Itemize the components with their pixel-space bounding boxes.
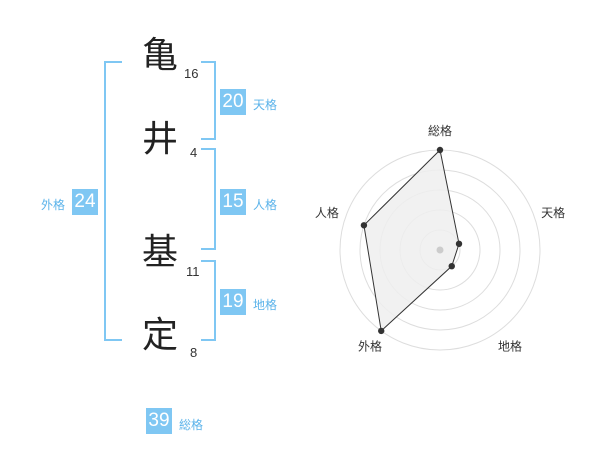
radar-axis-label-4: 外格 xyxy=(358,338,382,353)
gaikaku-label: 外格 xyxy=(41,198,66,212)
jinkaku-badge: 15 xyxy=(220,189,246,215)
name-char-1: 亀 xyxy=(141,35,178,76)
radar-center-dot xyxy=(436,246,444,254)
stroke-count-1: 16 xyxy=(184,66,199,81)
radar-axis-label-3: 地格 xyxy=(498,338,522,353)
stroke-count-3: 11 xyxy=(186,264,200,279)
chikaku-label: 地格 xyxy=(253,298,278,312)
radar-point-3 xyxy=(448,262,455,270)
stroke-count-2: 4 xyxy=(190,145,198,160)
jinkaku-label: 人格 xyxy=(253,198,278,212)
radar-axis-label-1: 総格 xyxy=(428,123,452,138)
tenkaku-badge: 20 xyxy=(220,89,246,115)
soukaku-label: 総格 xyxy=(179,418,204,432)
name-char-2: 井 xyxy=(141,119,178,160)
radar-point-4 xyxy=(378,327,385,335)
name-char-3: 基 xyxy=(141,232,178,273)
radar-axis-label-5: 人格 xyxy=(315,205,339,220)
radar-point-5 xyxy=(360,222,368,229)
gaikaku-badge: 24 xyxy=(72,189,98,215)
gaikaku-bracket xyxy=(104,61,122,341)
stroke-count-4: 8 xyxy=(190,345,198,360)
radar-point-1 xyxy=(436,146,444,154)
radar-axis-label-2: 天格 xyxy=(541,205,565,220)
radar-point-2 xyxy=(455,240,463,248)
radar-polygon xyxy=(363,148,460,332)
tenkaku-label: 天格 xyxy=(253,98,278,112)
soukaku-badge: 39 xyxy=(146,408,172,434)
chikaku-badge: 19 xyxy=(220,289,246,315)
name-char-4: 定 xyxy=(141,315,178,356)
tenkaku-bracket xyxy=(201,61,216,140)
chikaku-bracket xyxy=(201,260,216,341)
jinkaku-bracket xyxy=(201,148,216,250)
